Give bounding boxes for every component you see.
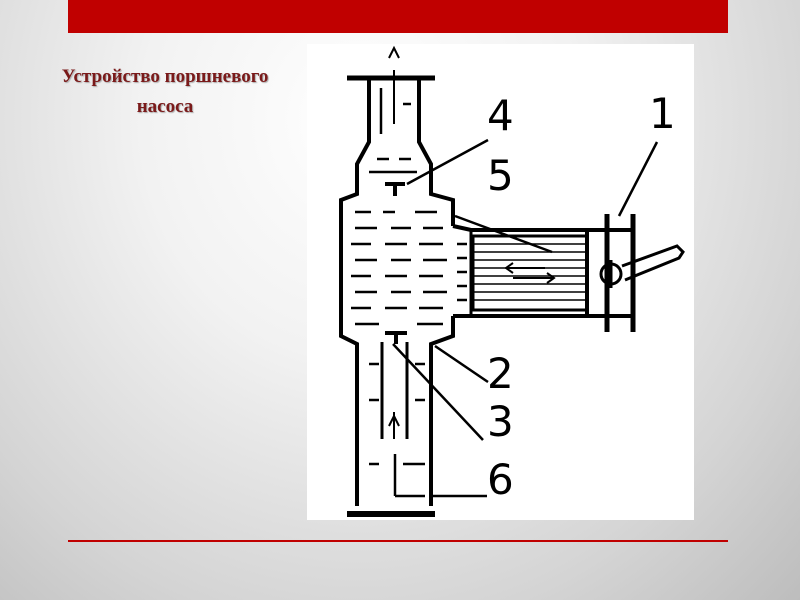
discharge-pipe [339, 80, 371, 506]
title-line-2: насоса [136, 96, 194, 117]
slide-title: Устройство поршневого насоса [5, 62, 325, 122]
label-2: 2 [487, 349, 514, 398]
label-4: 4 [487, 91, 514, 140]
label-3: 3 [487, 397, 514, 446]
top-accent-bar [68, 0, 728, 33]
chamber-right-lower [429, 316, 455, 506]
discharge-pipe-right [417, 80, 455, 226]
piston-hatching [473, 243, 587, 301]
piston [471, 234, 589, 312]
title-line-1: Устройство поршневого [61, 66, 269, 87]
crank [599, 244, 685, 288]
pump-diagram: 1 2 3 4 5 6 [307, 44, 694, 520]
label-5: 5 [487, 151, 514, 200]
label-6: 6 [487, 455, 514, 504]
leader-lines [392, 138, 659, 498]
piston-arrows [504, 262, 556, 284]
bottom-accent-line [68, 540, 728, 542]
flow-arrows [388, 45, 400, 439]
label-1: 1 [649, 89, 676, 138]
